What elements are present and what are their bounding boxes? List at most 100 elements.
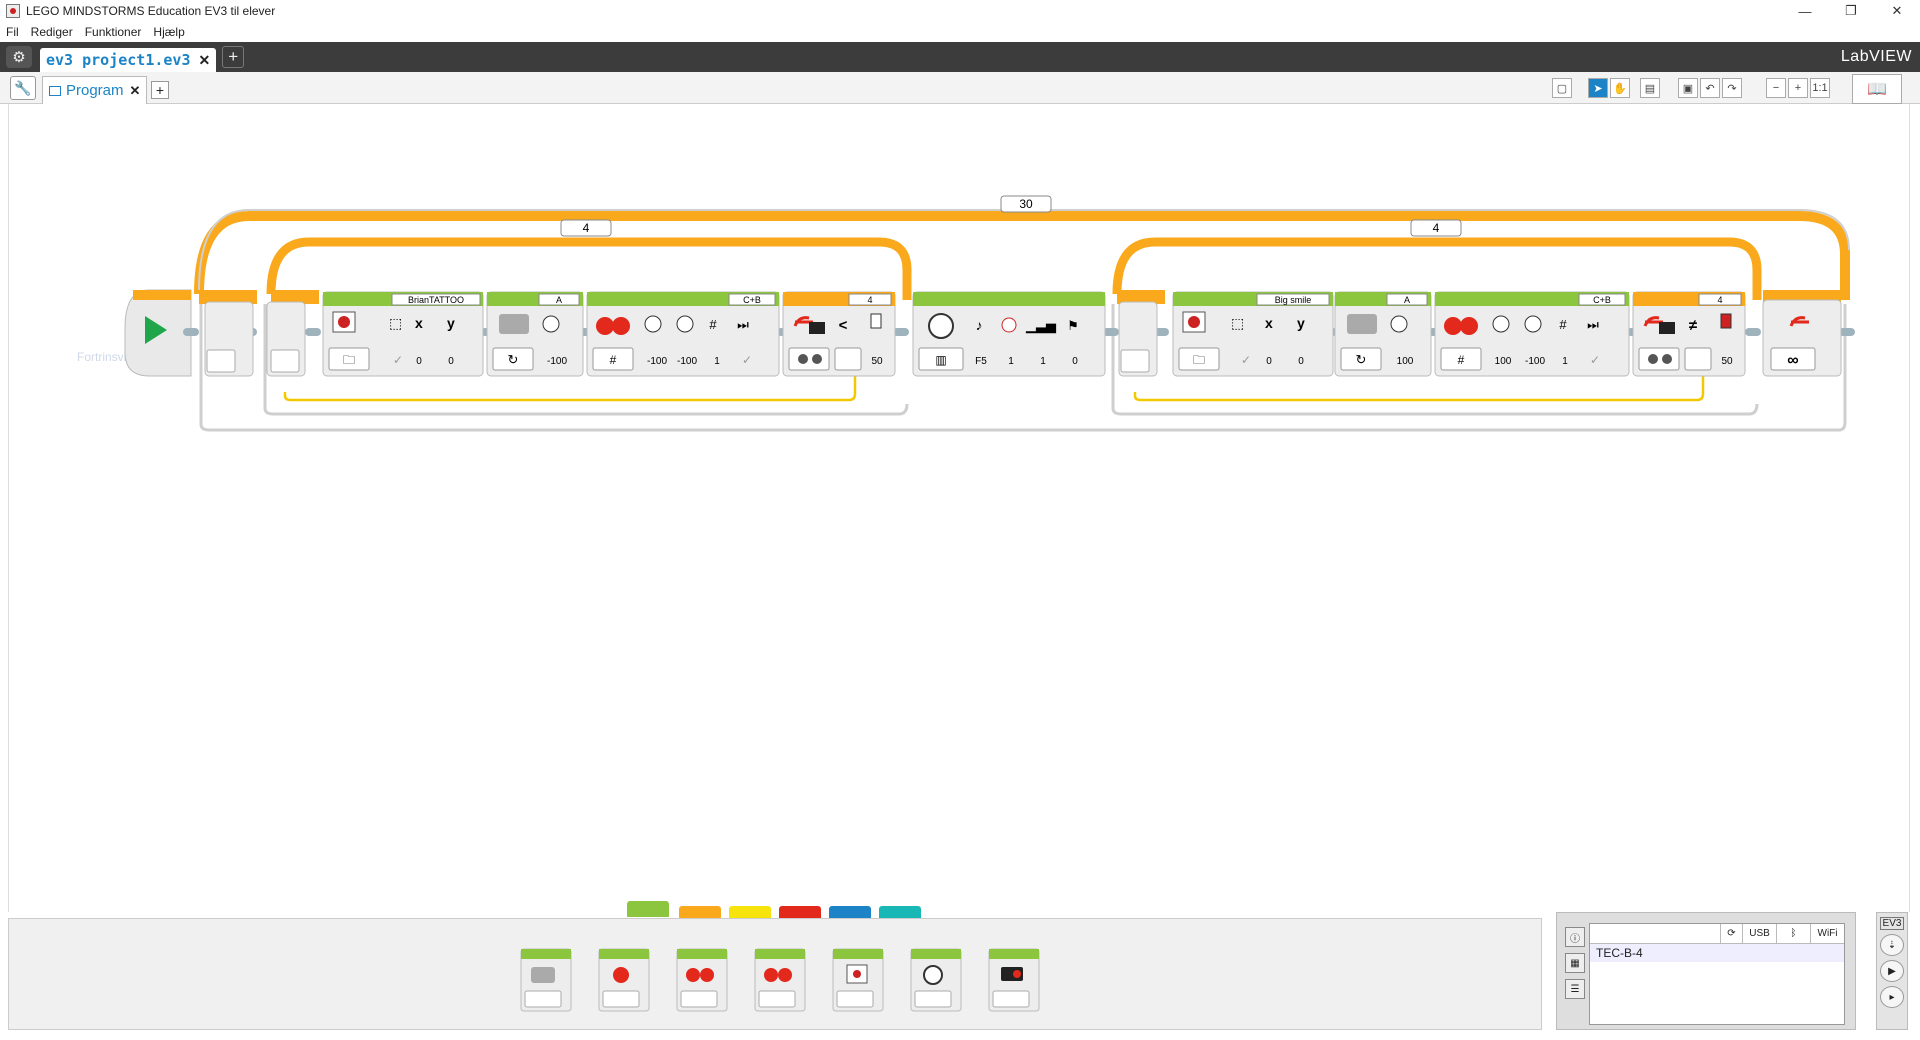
close-button[interactable]: ✕ (1891, 3, 1903, 18)
start-block[interactable] (124, 289, 192, 377)
move-tank-block-right[interactable]: C+B # ⏭ # 100 -100 1 ✓ (1434, 291, 1630, 377)
medium-motor-block-left[interactable]: A ↻ -100 (486, 291, 584, 377)
program-tab-close-icon[interactable]: ✕ (129, 82, 141, 98)
content-editor-icon[interactable]: ▢ (1552, 78, 1572, 98)
program-tab-label: Program (66, 82, 124, 99)
save-icon[interactable]: ▣ (1678, 78, 1698, 98)
display-block-right[interactable]: Big smile ⬚ x y 🗀 ✓ 0 0 (1172, 291, 1334, 377)
labview-logo: LabVIEW (1840, 48, 1912, 65)
refresh-icon[interactable]: ⟳ (1720, 924, 1742, 943)
available-bricks-panel: ⟳ USB ᛒ WiFi TEC-B-4 (1589, 923, 1845, 1025)
palette-large-motor-icon[interactable] (598, 948, 650, 1012)
svg-text:⚑: ⚑ (1067, 318, 1079, 333)
zoom-out-icon[interactable]: − (1766, 78, 1786, 98)
move-tank-block-left[interactable]: C+B # ⏭ # -100 -100 1 ✓ (586, 291, 780, 377)
minimize-button[interactable]: — (1798, 3, 1812, 19)
palette-move-steering-icon[interactable] (676, 948, 728, 1012)
tank-left-left: -100 (647, 356, 667, 367)
menu-tools[interactable]: Funktioner (84, 25, 142, 39)
loop-port-left: 4 (867, 295, 872, 305)
lobby-gear-icon[interactable]: ⚙ (6, 46, 32, 68)
hardware-page: ⓘ ▦ ☰ ⟳ USB ᛒ WiFi TEC-B-4 (1556, 912, 1856, 1030)
right-loop-block[interactable]: 4 (1111, 219, 1762, 416)
svg-text:x: x (1265, 315, 1273, 331)
comment-tool-icon[interactable]: ▤ (1640, 78, 1660, 98)
palette-tab-action[interactable] (627, 901, 669, 917)
palette-medium-motor-icon[interactable] (520, 948, 572, 1012)
run-selected-icon[interactable]: ▸ (1880, 986, 1904, 1008)
sound-duration: 1 (1040, 356, 1046, 367)
palette-tab-advanced[interactable] (829, 906, 871, 918)
svg-text:y: y (447, 315, 455, 331)
zoom-reset-button[interactable]: 1:1 (1810, 78, 1830, 98)
undo-icon[interactable]: ↶ (1700, 78, 1720, 98)
medium-motor-port-right: A (1404, 295, 1410, 305)
loop-port-right: 4 (1717, 295, 1722, 305)
loop-condition-left[interactable]: 4 < 50 (782, 291, 896, 377)
window-title: LEGO MINDSTORMS Education EV3 til elever (26, 4, 276, 18)
svg-text:♪: ♪ (976, 317, 983, 333)
brick-controls: EV3 ⇣ ▶ ▸ (1876, 912, 1908, 1030)
palette-move-tank-icon[interactable] (754, 948, 806, 1012)
program-toolbar: 🔧 Program ✕ + ▢ ➤ ✋ ▤ ▣ ↶ ↷ − + 1:1 📖 (0, 72, 1920, 104)
maximize-button[interactable]: ❐ (1845, 3, 1857, 18)
project-properties-wrench-icon[interactable]: 🔧 (10, 76, 36, 100)
menu-edit[interactable]: Rediger (30, 25, 73, 39)
svg-text:⬚: ⬚ (389, 315, 402, 331)
tank-ports-left: C+B (743, 295, 761, 305)
available-bricks-icon[interactable]: ☰ (1565, 979, 1585, 999)
loop-op-left: < (839, 317, 848, 334)
palette-sound-icon[interactable] (910, 948, 962, 1012)
zoom-in-icon[interactable]: + (1788, 78, 1808, 98)
pan-tool-icon[interactable]: ✋ (1610, 78, 1630, 98)
palette-tab-flow[interactable] (679, 906, 721, 918)
ev3-label: EV3 (1880, 917, 1904, 930)
display-block-left[interactable]: BrianTATTOO ⬚ x y 🗀 ✓ 0 0 (322, 291, 484, 377)
programming-canvas[interactable]: Fortrinsvis fej 30 4 4 (8, 104, 1910, 912)
right-loop-count: 4 (1433, 221, 1440, 235)
medium-motor-block-right[interactable]: A ↻ 100 (1334, 291, 1432, 377)
add-project-button[interactable]: + (222, 46, 245, 68)
tank-rotations-right: 1 (1562, 356, 1568, 367)
bluetooth-header: ᛒ (1776, 924, 1810, 943)
sound-play-type: 0 (1072, 356, 1078, 367)
display-x-left: 0 (416, 356, 422, 367)
sound-volume: 1 (1008, 356, 1014, 367)
medium-motor-power-right: 100 (1397, 356, 1414, 367)
program-icon (49, 85, 61, 96)
palette-tab-sensor[interactable] (729, 906, 771, 918)
left-loop-block[interactable]: 4 (263, 219, 912, 416)
wifi-header: WiFi (1810, 924, 1844, 943)
program-tab[interactable]: Program ✕ (42, 76, 148, 104)
svg-text:#: # (1458, 353, 1465, 367)
download-run-icon[interactable]: ▶ (1880, 960, 1904, 982)
svg-text:x: x (415, 315, 423, 331)
sound-block[interactable]: ♪ ▁▃▅ ⚑ ▥ F5 1 1 0 (912, 291, 1106, 377)
brick-row[interactable]: TEC-B-4 (1590, 944, 1844, 962)
palette-tab-data[interactable] (779, 906, 821, 918)
svg-text:⬚: ⬚ (1231, 315, 1244, 331)
loop-condition-right[interactable]: 4 ≠ 50 (1632, 291, 1746, 377)
palette-brick-status-light-icon[interactable] (988, 948, 1040, 1012)
add-program-button[interactable]: + (151, 81, 169, 99)
loop-end-block[interactable]: ∞ (1762, 299, 1842, 377)
select-tool-icon[interactable]: ➤ (1588, 78, 1608, 98)
outer-loop-block[interactable]: 30 (194, 195, 1850, 432)
play-icon[interactable] (145, 316, 167, 344)
menu-file[interactable]: Fil (6, 25, 19, 39)
brick-info-icon[interactable]: ⓘ (1565, 927, 1585, 947)
project-tab[interactable]: ev3 project1.ev3 ✕ (40, 48, 217, 72)
download-icon[interactable]: ⇣ (1880, 934, 1904, 956)
tank-left-right: 100 (1495, 356, 1512, 367)
loop-threshold-right: 50 (1721, 356, 1733, 367)
palette-tab-custom[interactable] (879, 906, 921, 918)
svg-text:▁▃▅: ▁▃▅ (1025, 318, 1057, 334)
help-book-icon[interactable]: 📖 (1852, 74, 1902, 104)
redo-icon[interactable]: ↷ (1722, 78, 1742, 98)
usb-header: USB (1742, 924, 1776, 943)
project-tab-label: ev3 project1.ev3 (46, 51, 191, 69)
project-tab-close-icon[interactable]: ✕ (198, 51, 211, 68)
port-view-icon[interactable]: ▦ (1565, 953, 1585, 973)
palette-display-icon[interactable] (832, 948, 884, 1012)
menu-help[interactable]: Hjælp (153, 25, 185, 39)
